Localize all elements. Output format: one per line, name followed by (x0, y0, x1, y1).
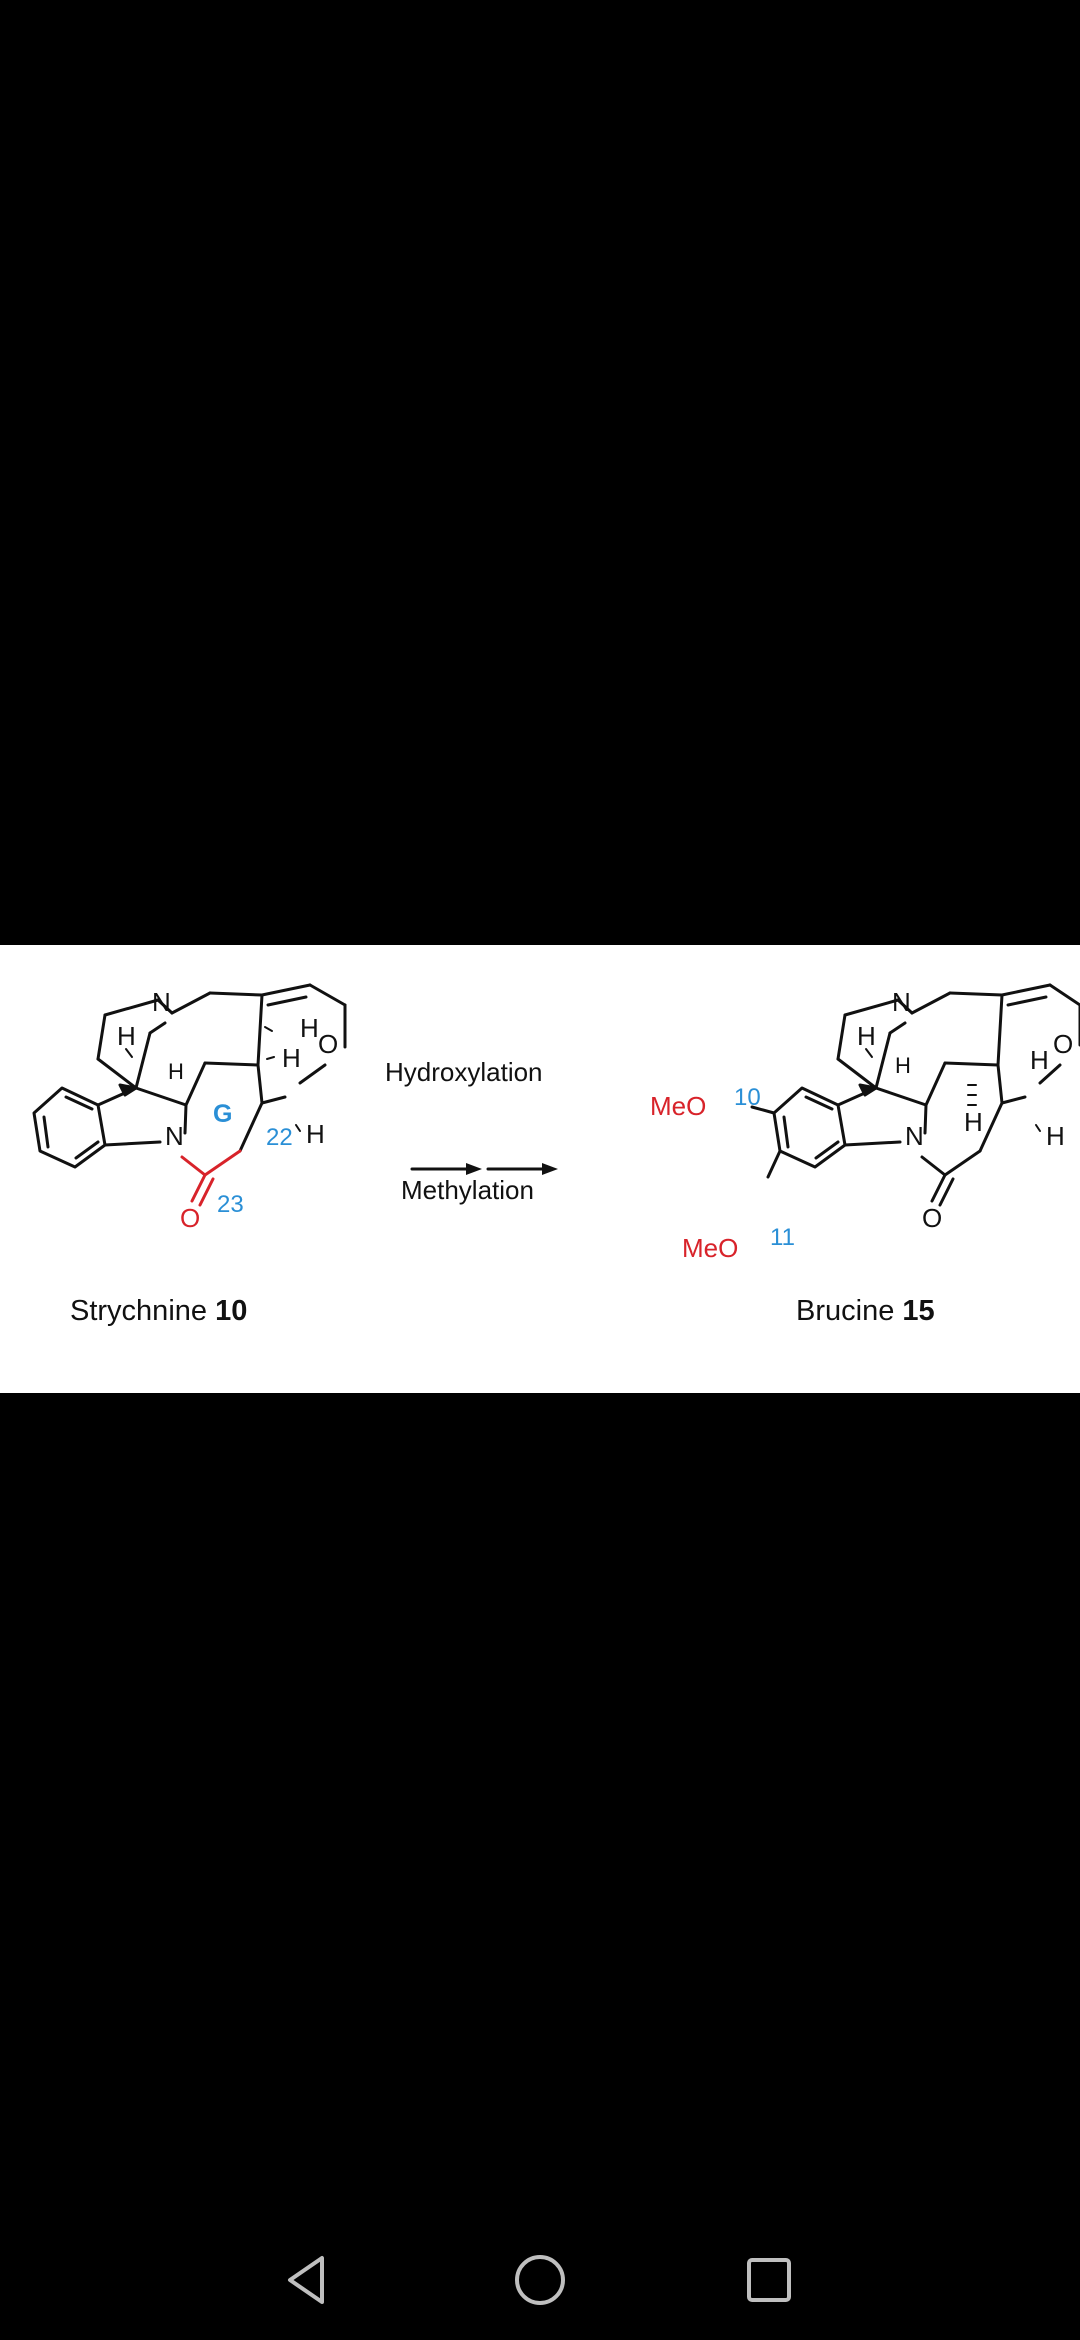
strychnine-h3: H (300, 1013, 319, 1043)
brucine-meo-10: MeO (650, 1091, 706, 1121)
brucine-pos-11: 11 (770, 1224, 795, 1251)
strychnine-h4: H (282, 1043, 301, 1073)
strychnine-pos-23: 23 (217, 1191, 244, 1218)
recents-square-icon (747, 2258, 791, 2302)
strychnine-h1: H (117, 1021, 136, 1051)
brucine-o-ring: O (1053, 1029, 1073, 1059)
brucine-name: Brucine (796, 1295, 895, 1327)
step-hydroxylation-label: Hydroxylation (385, 1057, 543, 1087)
brucine-pos-10: 10 (734, 1084, 761, 1111)
navigation-bar (0, 2200, 1080, 2340)
reaction-figure: N N O O G 22 23 H H H H H N N O O MeO Me… (0, 945, 1080, 1393)
strychnine-pos-22: 22 (266, 1124, 293, 1151)
strychnine-n-top: N (152, 987, 171, 1017)
strychnine-caption: Strychnine 10 (70, 1295, 247, 1328)
strychnine-structure (32, 983, 347, 1207)
strychnine-o-ring: O (318, 1029, 338, 1059)
reaction-scheme-svg: N N O O G 22 23 H H H H H N N O O MeO Me… (32, 983, 1080, 1263)
strychnine-name: Strychnine (70, 1295, 208, 1327)
back-button[interactable] (278, 2250, 338, 2310)
reaction-arrows (410, 1163, 558, 1175)
strychnine-n-bottom: N (165, 1121, 184, 1151)
strychnine-o-carbonyl: O (180, 1203, 200, 1233)
brucine-h4: H (964, 1107, 983, 1137)
strychnine-h5: H (306, 1119, 325, 1149)
brucine-n-top: N (892, 987, 911, 1017)
brucine-h2: H (895, 1053, 911, 1078)
strychnine-number: 10 (215, 1295, 248, 1327)
brucine-number: 15 (902, 1295, 935, 1327)
brucine-h3: H (1030, 1045, 1049, 1075)
strychnine-h2: H (168, 1059, 184, 1084)
brucine-h5: H (1046, 1121, 1065, 1151)
brucine-h1: H (857, 1021, 876, 1051)
home-circle-icon (515, 2255, 565, 2305)
back-triangle-icon (288, 2256, 324, 2304)
brucine-caption: Brucine 15 (796, 1295, 935, 1328)
brucine-meo-11: MeO (682, 1233, 738, 1263)
brucine-o-carbonyl: O (922, 1203, 942, 1233)
brucine-structure (750, 983, 1080, 1207)
step-methylation-label: Methylation (401, 1175, 534, 1205)
recents-button[interactable] (739, 2250, 799, 2310)
brucine-n-bottom: N (905, 1121, 924, 1151)
home-button[interactable] (510, 2250, 570, 2310)
strychnine-ring-g: G (213, 1100, 232, 1128)
